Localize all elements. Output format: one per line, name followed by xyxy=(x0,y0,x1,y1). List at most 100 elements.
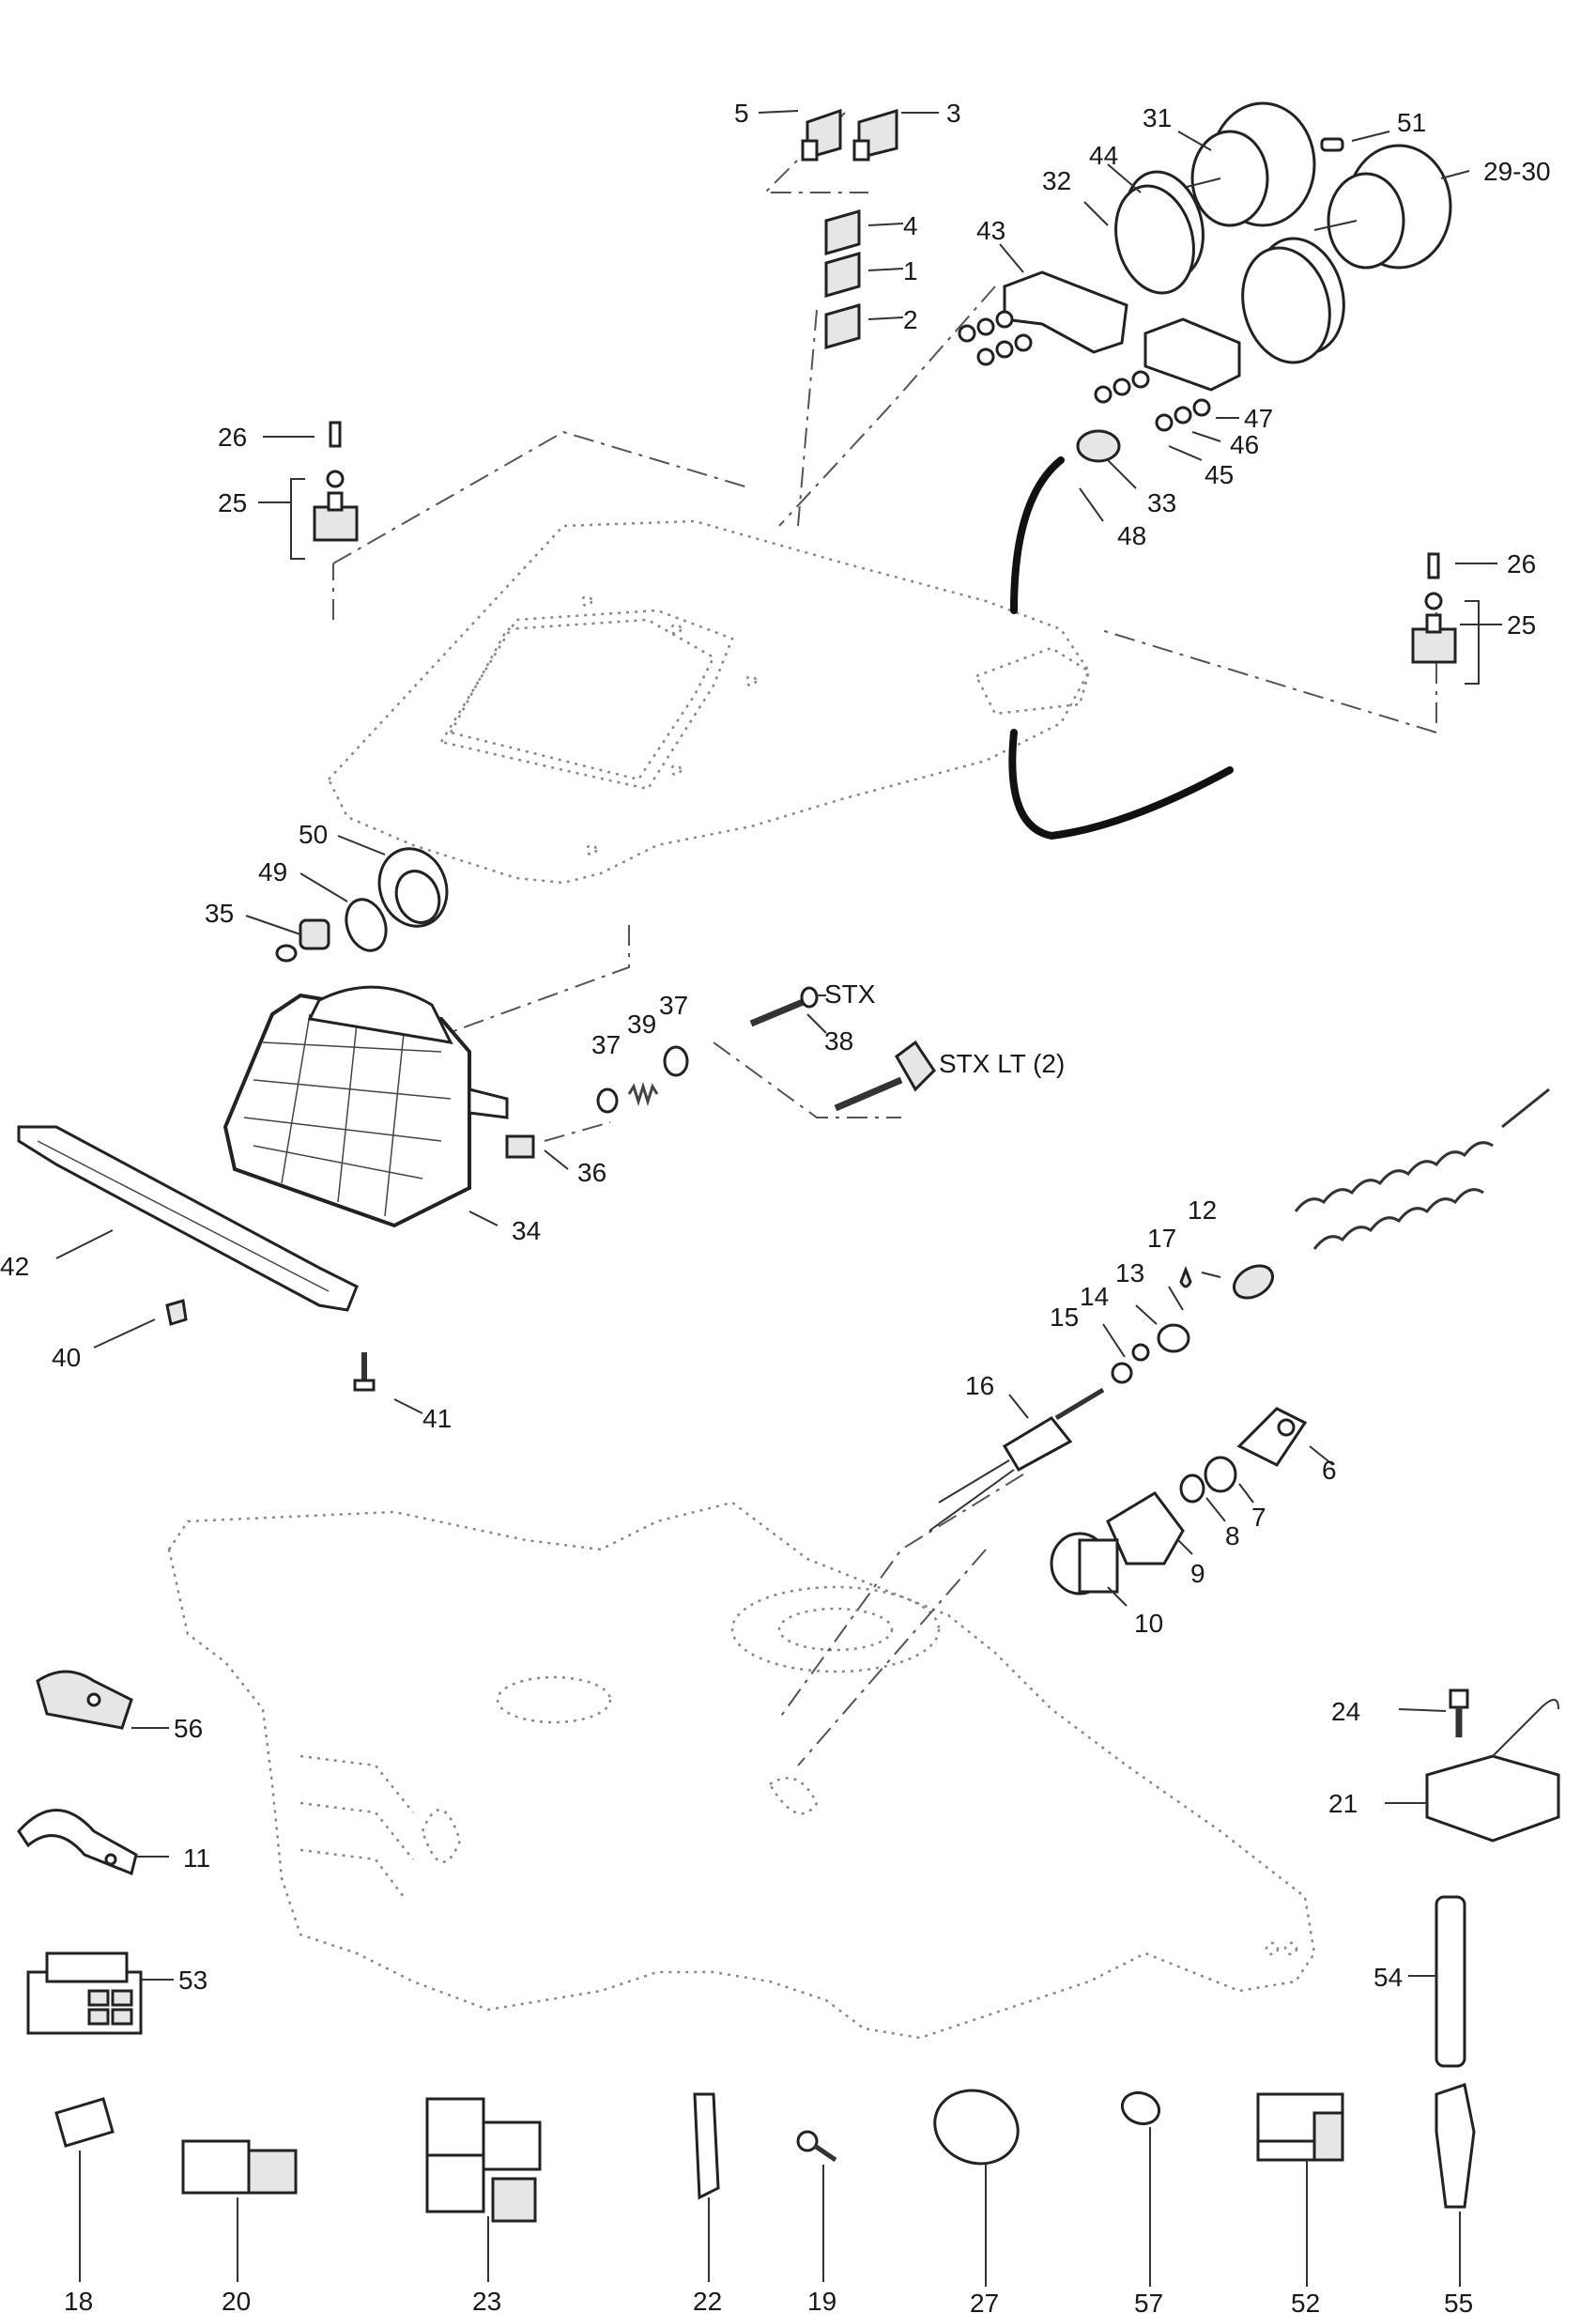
switch-5 xyxy=(801,108,842,162)
callout-18: 18 xyxy=(64,2287,93,2313)
callout-52: 52 xyxy=(1291,2289,1320,2313)
switch-25-right xyxy=(1411,552,1457,664)
callout-12: 12 xyxy=(1188,1195,1217,1225)
callout-44: 44 xyxy=(1089,141,1118,170)
terminal-55 xyxy=(1435,2083,1476,2209)
headlight-bezel-50 xyxy=(377,847,449,928)
callout-42: 42 xyxy=(0,1252,29,1281)
drop-17 xyxy=(1179,1265,1192,1288)
switch-1 xyxy=(824,252,861,298)
callout-55: 55 xyxy=(1444,2289,1473,2313)
callout-5: 5 xyxy=(734,99,749,128)
callout-22: 22 xyxy=(693,2287,722,2313)
bolt-24 xyxy=(1449,1688,1469,1737)
washer-37a xyxy=(596,1087,619,1114)
clip-36 xyxy=(505,1134,535,1159)
washer-37b xyxy=(663,1045,689,1077)
gauge-29-30 xyxy=(1313,144,1452,270)
washer-14 xyxy=(1131,1343,1150,1362)
callout-54: 54 xyxy=(1373,1963,1403,1992)
callout-32: 32 xyxy=(1042,166,1071,195)
switch-16 xyxy=(928,1387,1105,1532)
gauge-31 xyxy=(1182,101,1316,227)
callout-41: 41 xyxy=(422,1404,452,1433)
callout-8: 8 xyxy=(1225,1521,1240,1550)
callout-15: 15 xyxy=(1050,1303,1079,1332)
nut-7 xyxy=(1204,1456,1237,1493)
nut-40 xyxy=(165,1299,188,1326)
connector-23 xyxy=(425,2097,542,2223)
nut-13 xyxy=(1157,1323,1190,1353)
clamp-11 xyxy=(17,1809,138,1876)
connector-20 xyxy=(181,2139,298,2195)
callout-53: 53 xyxy=(178,1966,207,1995)
connector-10 xyxy=(1050,1532,1119,1596)
callout-36: 36 xyxy=(577,1158,606,1187)
callout-48: 48 xyxy=(1117,521,1146,550)
switch-25-left xyxy=(313,421,359,542)
rectifier-21 xyxy=(1425,1699,1560,1843)
callout-14: 14 xyxy=(1080,1282,1109,1311)
callout-33: 33 xyxy=(1147,488,1176,517)
callout-29-30: 29-30 xyxy=(1483,157,1551,186)
callout-47: 47 xyxy=(1244,404,1273,433)
ring-terminal-19 xyxy=(796,2130,837,2163)
switch-4 xyxy=(824,209,861,255)
terminal-22 xyxy=(693,2092,720,2200)
callout-13: 13 xyxy=(1115,1258,1144,1288)
o-ring-32 xyxy=(1241,237,1345,364)
clip-56 xyxy=(36,1670,133,1730)
bulb-51 xyxy=(1320,137,1344,152)
callout-34: 34 xyxy=(512,1216,541,1245)
callout-51: 51 xyxy=(1397,108,1426,137)
callout-17: 17 xyxy=(1147,1224,1176,1253)
callout-labels: 5 3 4 1 2 31 51 44 32 29-30 43 47 46 45 … xyxy=(0,99,1551,2313)
bracket-43 xyxy=(958,270,1241,432)
callout-4: 4 xyxy=(903,211,918,240)
callout-10: 10 xyxy=(1134,1609,1163,1638)
callout-37a: 37 xyxy=(591,1030,621,1059)
cap-12 xyxy=(1233,1264,1274,1300)
callout-6: 6 xyxy=(1322,1456,1337,1485)
callout-16: 16 xyxy=(965,1371,994,1400)
callout-27: 27 xyxy=(970,2289,999,2313)
callout-57: 57 xyxy=(1134,2289,1163,2313)
washer-8 xyxy=(1179,1473,1205,1503)
callout-38: 38 xyxy=(824,1026,853,1056)
key-6 xyxy=(1236,1407,1308,1467)
sleeve-54 xyxy=(1435,1895,1466,2068)
screw-stx-lt xyxy=(834,1040,936,1112)
terminal-18 xyxy=(54,2097,115,2148)
bracket-42 xyxy=(17,1125,359,1312)
callout-1: 1 xyxy=(903,256,918,285)
callout-stx-lt: STX LT (2) xyxy=(939,1049,1065,1078)
callout-23: 23 xyxy=(472,2287,501,2313)
connector-52 xyxy=(1256,2092,1344,2162)
callout-49: 49 xyxy=(258,857,287,887)
hull-phantom-outline xyxy=(167,1501,1316,2040)
screw-41 xyxy=(353,1352,376,1392)
callout-31: 31 xyxy=(1143,103,1172,132)
callout-2: 2 xyxy=(903,305,918,334)
callout-45: 45 xyxy=(1205,460,1234,489)
switch-2 xyxy=(824,303,861,349)
callout-25-right: 25 xyxy=(1507,610,1536,640)
tie-57 xyxy=(1120,2090,1161,2126)
callout-7: 7 xyxy=(1251,1503,1266,1532)
callout-20: 20 xyxy=(222,2287,251,2313)
callout-46: 46 xyxy=(1230,430,1259,459)
callout-24: 24 xyxy=(1331,1697,1360,1726)
callout-39: 39 xyxy=(627,1010,656,1039)
connector-53 xyxy=(26,1951,143,2035)
bulb-35 xyxy=(275,918,330,963)
headlight-34 xyxy=(223,985,509,1228)
callout-11: 11 xyxy=(183,1843,210,1873)
callout-50: 50 xyxy=(299,820,328,849)
callout-35: 35 xyxy=(205,899,234,928)
callout-43: 43 xyxy=(976,216,1005,245)
o-ring-15 xyxy=(1111,1362,1133,1384)
o-ring-44 xyxy=(1114,170,1205,295)
spring-39 xyxy=(627,1081,659,1107)
hose-48 xyxy=(1008,456,1234,840)
light-indicator-33 xyxy=(1076,429,1121,463)
